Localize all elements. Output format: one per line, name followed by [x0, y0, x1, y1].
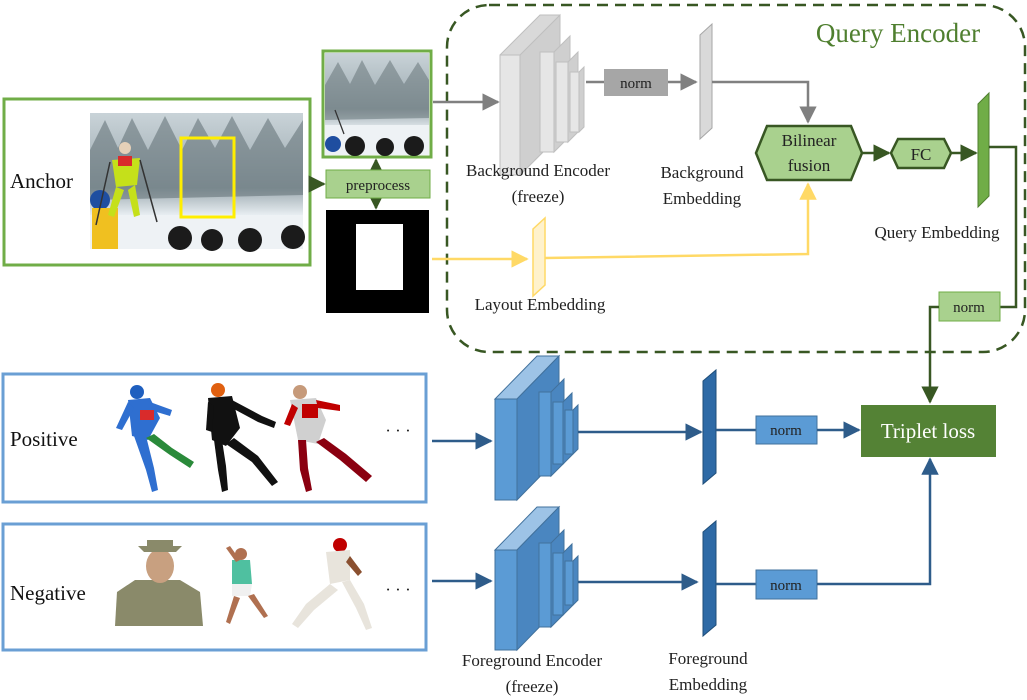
- layout-mask: [326, 210, 429, 313]
- foreground-embedding-bar-bottom: [702, 519, 717, 638]
- bilinear-fusion-label1: Bilinear: [782, 131, 837, 150]
- norm-query-label: norm: [953, 300, 985, 316]
- anchor-image: [90, 113, 305, 252]
- query-embedding-to-norm-line: [989, 145, 1018, 309]
- bilinear-fusion-label2: fusion: [788, 156, 831, 175]
- foreground-encoder-freeze: (freeze): [506, 677, 559, 696]
- norm-negative-label: norm: [770, 578, 802, 594]
- norm-positive-label: norm: [770, 423, 802, 439]
- norm-to-triplet-arrow: [921, 305, 939, 404]
- negative-tennis-player: [226, 546, 268, 624]
- foreground-embedding-label2: Embedding: [669, 675, 748, 694]
- positive-ellipsis: · · ·: [385, 421, 410, 440]
- background-encoder-label: Background Encoder: [466, 161, 610, 180]
- positive-skater-2: [206, 383, 278, 492]
- fc-node: [889, 137, 953, 170]
- positive-skater-1: [116, 385, 194, 492]
- background-encoder-freeze: (freeze): [512, 187, 565, 206]
- preprocess-box: [325, 169, 431, 199]
- preprocess-label: preprocess: [346, 178, 410, 194]
- triplet-loss-label: Triplet loss: [881, 419, 975, 443]
- negative-box: [1, 522, 428, 652]
- query-encoder-title: Query Encoder: [816, 18, 980, 48]
- norm-query-box: [938, 291, 1001, 322]
- positive-skater-3: [284, 385, 372, 492]
- negative-baseball-player: [292, 538, 372, 630]
- foreground-encoder-bottom: [493, 505, 579, 652]
- norm-positive-box: [755, 415, 818, 445]
- layout-embedding-bar: [532, 216, 546, 298]
- query-embedding-bar: [977, 91, 990, 209]
- bilinear-fusion-node: [754, 124, 864, 182]
- anchor-bounding-box: [179, 136, 236, 219]
- background-embedding-label2: Embedding: [663, 189, 742, 208]
- triplet-loss-box: [861, 405, 996, 457]
- norm-top-box: [604, 69, 668, 96]
- positive-label: Positive: [10, 427, 78, 451]
- anchor-label: Anchor: [10, 169, 73, 193]
- background-embedding-bar: [699, 22, 713, 141]
- positive-box: [1, 372, 428, 504]
- norm-negative-box: [755, 569, 818, 600]
- background-image: [321, 49, 433, 159]
- negative-soldier: [115, 540, 203, 626]
- norm-top-label: norm: [620, 76, 652, 92]
- background-encoder: [499, 13, 585, 177]
- query-embedding-label: Query Embedding: [874, 223, 1000, 242]
- foreground-encoder-label: Foreground Encoder: [462, 651, 603, 670]
- foreground-embedding-label1: Foreground: [668, 649, 748, 668]
- layout-embedding-label: Layout Embedding: [475, 295, 606, 314]
- query-encoder-region: [445, 3, 1027, 354]
- negative-ellipsis: · · ·: [385, 580, 410, 599]
- negative-label: Negative: [10, 581, 86, 605]
- fc-label: FC: [911, 145, 932, 164]
- bg-embedding-to-fusion-arrow: [712, 80, 817, 124]
- norm-negative-to-triplet-arrow: [817, 457, 939, 586]
- layout-embedding-to-fusion-arrow: [544, 182, 817, 260]
- background-embedding-label1: Background: [660, 163, 744, 182]
- foreground-embedding-bar-top: [702, 368, 717, 486]
- foreground-encoder-top: [493, 354, 579, 502]
